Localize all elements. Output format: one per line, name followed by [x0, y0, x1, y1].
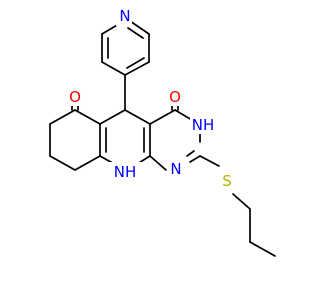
bond: [99, 109, 126, 125]
bond: [126, 57, 145, 69]
bond: [186, 150, 195, 157]
nitrogen-label: NH: [114, 163, 137, 181]
bond: [189, 155, 201, 163]
bond: [127, 27, 144, 39]
bond: [74, 109, 101, 125]
bond: [174, 109, 193, 121]
bond: [124, 109, 151, 125]
nitrogen-label: N: [119, 7, 130, 25]
atom-labels: N O O NH N S NH: [66, 6, 236, 193]
nitrogen-label: NH: [192, 116, 215, 134]
bond: [124, 61, 150, 76]
nitrogen-label: N: [170, 160, 181, 178]
bond: [74, 155, 101, 171]
molecule-structure: N O O NH N S NH: [49, 6, 276, 257]
bond: [249, 241, 276, 257]
bond: [101, 61, 126, 76]
bonds: [49, 20, 276, 257]
bond: [199, 155, 220, 167]
oxygen-label: O: [69, 88, 81, 106]
bond: [49, 155, 76, 171]
sulfur-label: S: [222, 172, 232, 190]
bond: [149, 109, 176, 125]
oxygen-label: O: [169, 88, 181, 106]
bond: [232, 193, 251, 210]
bond: [49, 109, 76, 125]
bond: [129, 20, 150, 35]
bond: [149, 155, 167, 171]
